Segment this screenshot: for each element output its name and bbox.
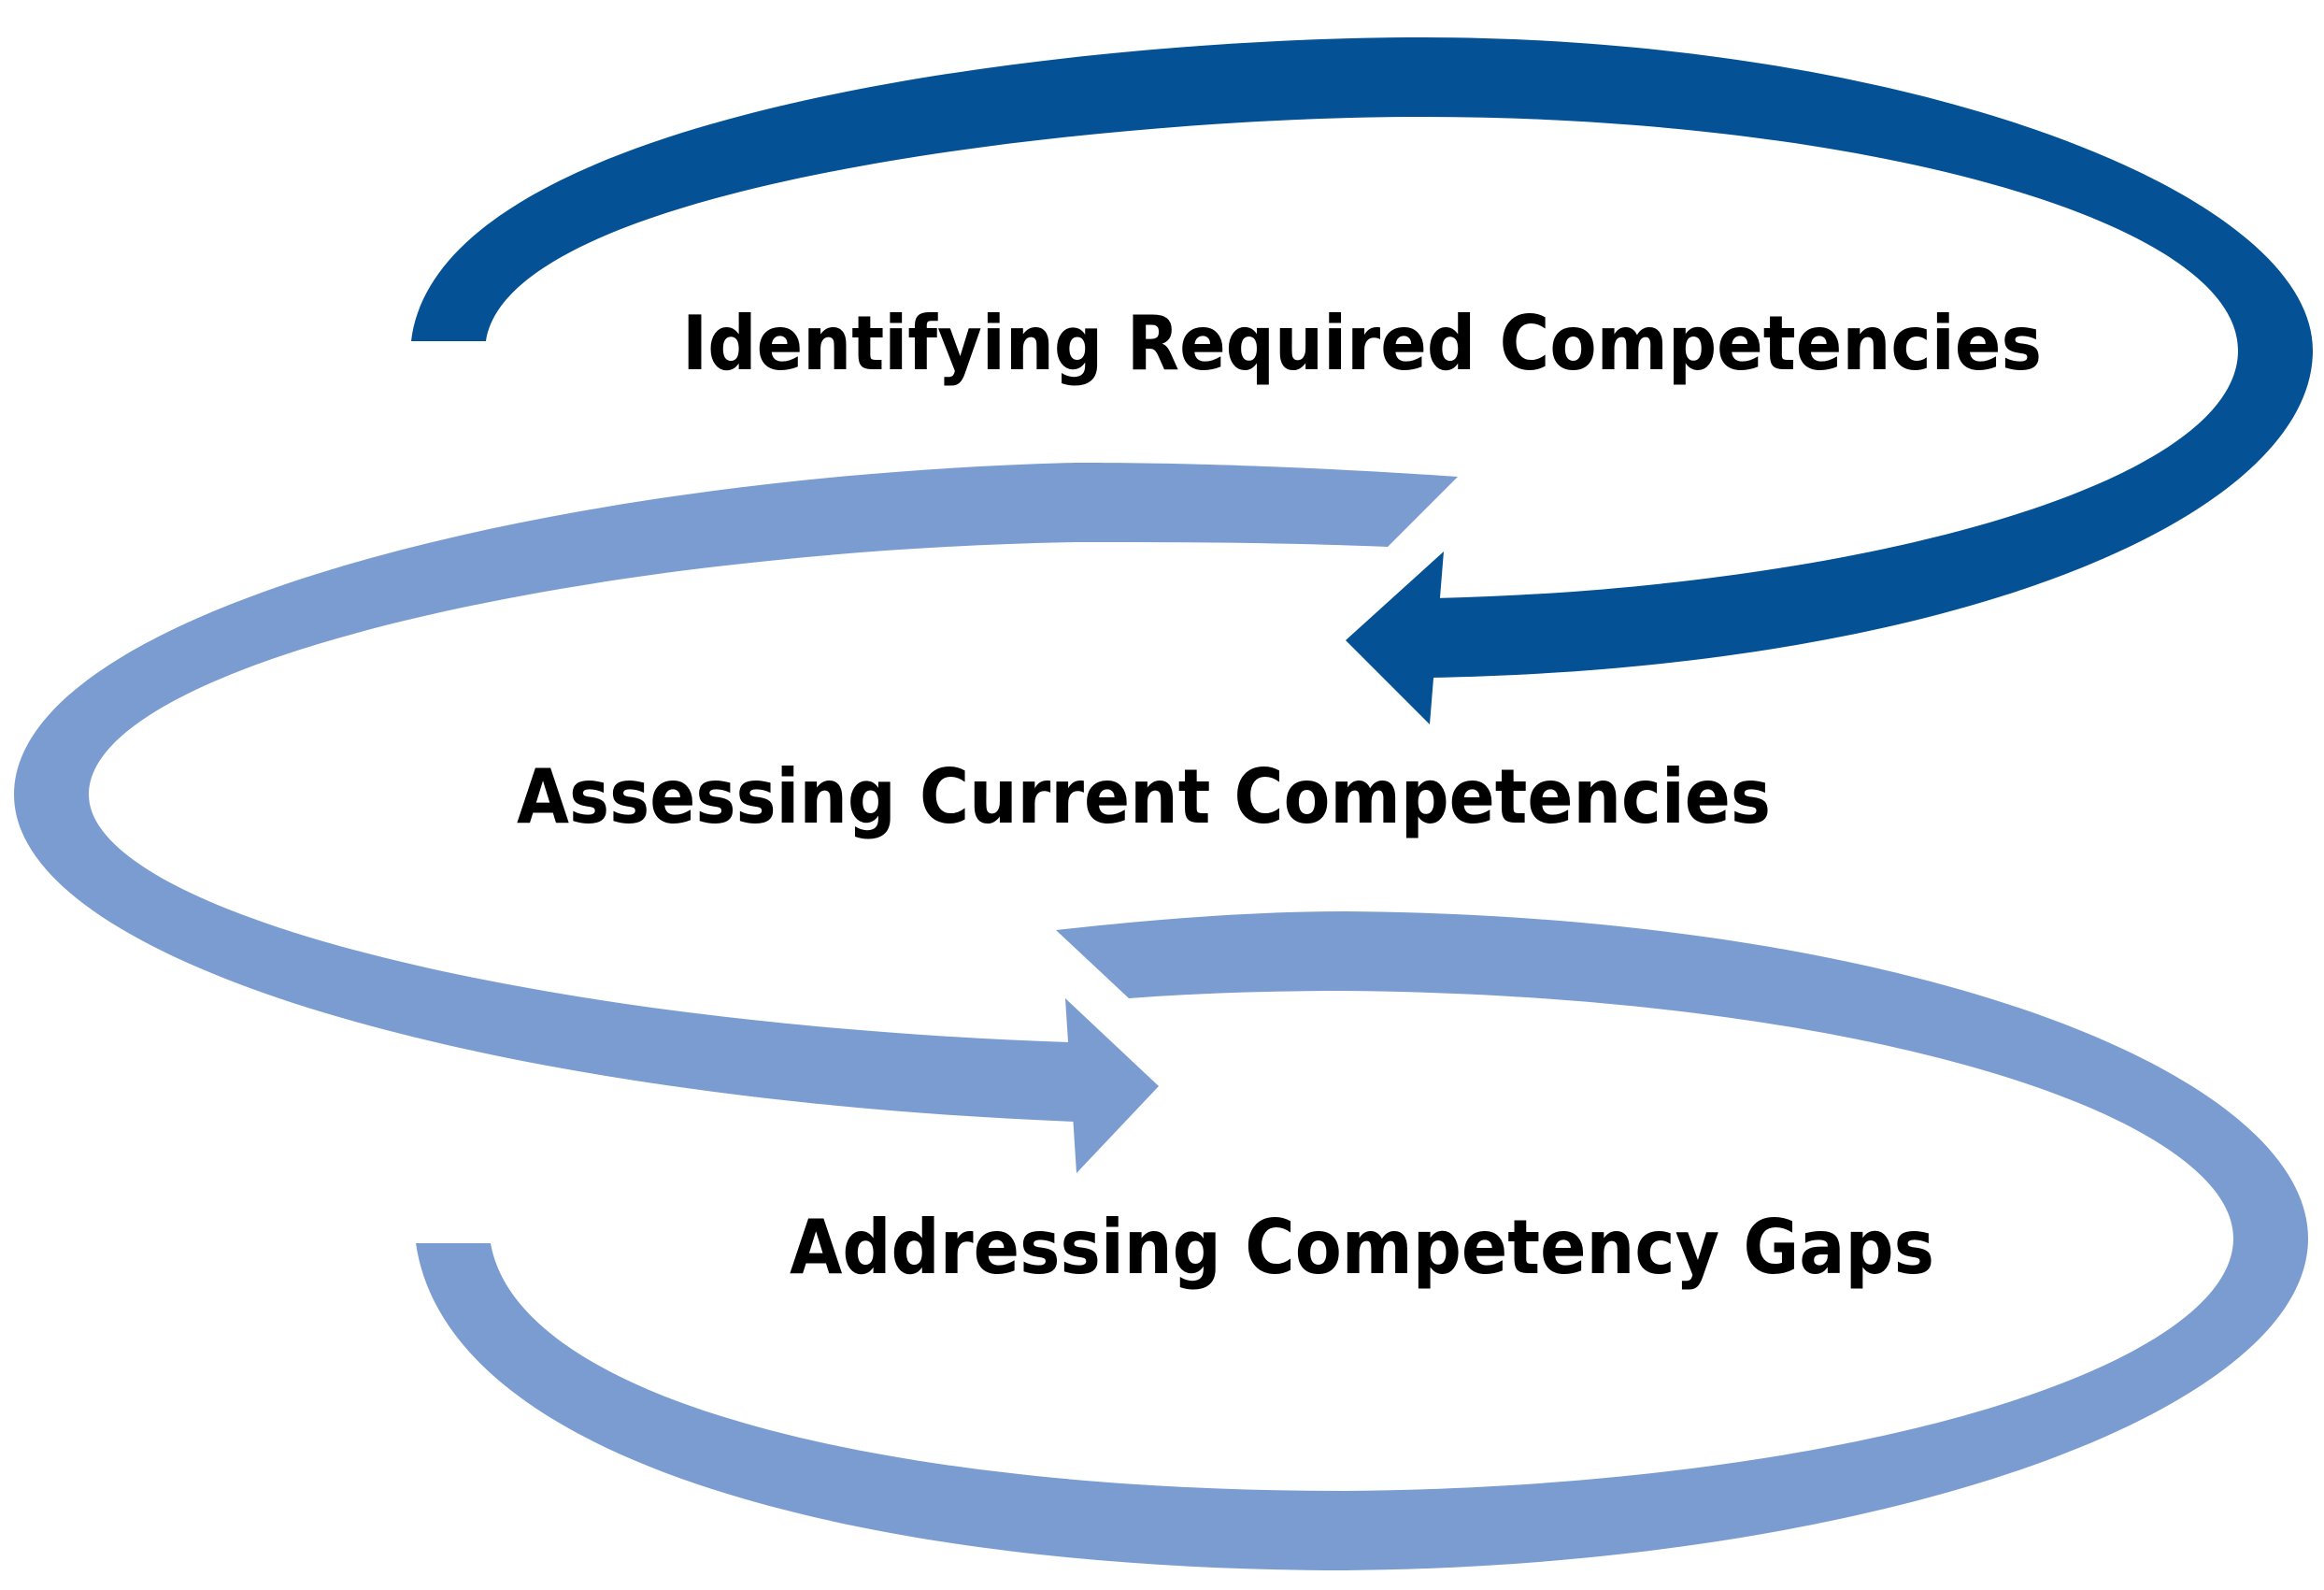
loop-2-arrow (14, 463, 1458, 1173)
loop-1-arrow (411, 37, 2313, 724)
loop-2-arrowhead (1065, 998, 1159, 1173)
step-1-label: Identifying Required Competencies (682, 300, 2042, 387)
step-2-label: Assessing Current Competencies (517, 753, 1771, 840)
loop-1-arrowhead (1346, 551, 1444, 724)
loop-2-band (14, 463, 1458, 1122)
step-3-label: Addressing Competency Gaps (790, 1204, 1934, 1291)
